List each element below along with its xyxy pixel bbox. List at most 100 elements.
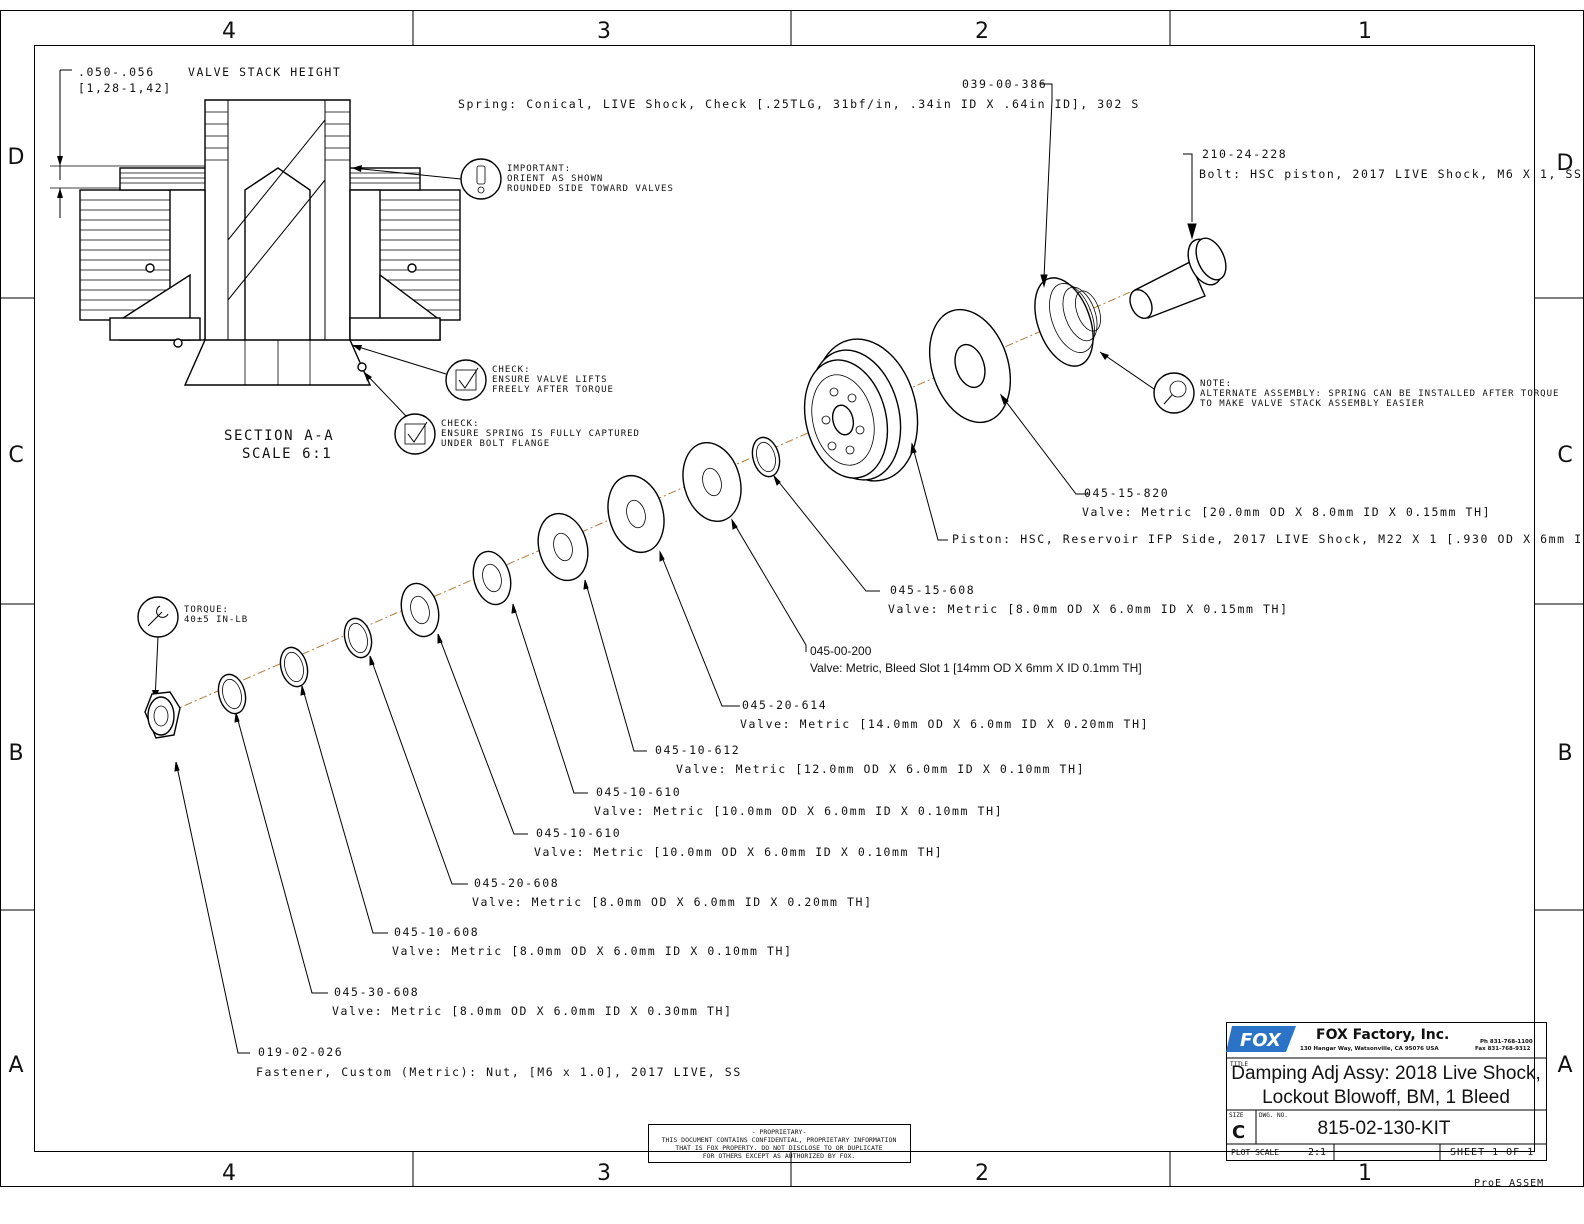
zone-bottom-3: 3 [597, 1161, 611, 1186]
callout-pn-spring: 039-00-386 [962, 77, 1047, 91]
callout-desc-valve-12mm: Valve: Metric [12.0mm OD X 6.0mm ID X 0.… [676, 762, 1085, 776]
proprietary-notice: - PROPRIETARY- THIS DOCUMENT CONTAINS CO… [648, 1124, 911, 1163]
callout-pn-valve-10mm-b: 045-10-610 [536, 826, 621, 840]
callout-desc-valve-8mm-030: Valve: Metric [8.0mm OD X 6.0mm ID X 0.3… [332, 1004, 733, 1018]
plot-scale-value: 2:1 [1308, 1147, 1326, 1158]
important-line-1: IMPORTANT: [507, 164, 571, 174]
callout-desc-valve-10mm-b: Valve: Metric [10.0mm OD X 6.0mm ID X 0.… [534, 845, 943, 859]
zone-right-d: D [1557, 151, 1574, 176]
zone-bottom-1: 1 [1358, 1161, 1372, 1186]
svg-text:FOX: FOX [1240, 1030, 1282, 1051]
callout-pn-valve-12mm: 045-10-612 [655, 743, 740, 757]
proprietary-line-2: THIS DOCUMENT CONTAINS CONFIDENTIAL, PRO… [662, 1136, 897, 1144]
check-lifts-note: CHECK: ENSURE VALVE LIFTS FREELY AFTER T… [351, 344, 614, 401]
zone-left-d: D [8, 145, 25, 170]
callout-pn-bleed: 045-00-200 [810, 644, 872, 658]
proe-footer: ProE ASSEM [1474, 1178, 1544, 1189]
torque-note: TORQUE: 40±5 IN-LB [137, 596, 248, 701]
callout-desc-valve-20mm: Valve: Metric [20.0mm OD X 8.0mm ID X 0.… [1082, 505, 1491, 519]
section-title: SECTION A-A [224, 428, 334, 444]
leader-lines [174, 83, 1197, 1054]
alternate-line-1: NOTE: [1200, 379, 1232, 389]
check-spring-note: CHECK: ENSURE SPRING IS FULLY CAPTURED U… [363, 371, 640, 455]
size-label: SIZE [1229, 1112, 1244, 1119]
plot-scale-label: PLOT SCALE [1231, 1148, 1279, 1157]
callout-pn-valve-8mm-030: 045-30-608 [334, 985, 419, 999]
bolt-part [1129, 237, 1227, 319]
zone-top-2: 2 [975, 19, 989, 44]
valve-8mm-030 [217, 673, 247, 715]
nut-part [144, 691, 181, 739]
piston-part [803, 338, 919, 482]
zone-top-1: 1 [1358, 19, 1372, 44]
company-name: FOX Factory, Inc. [1316, 1027, 1449, 1043]
alternate-line-3: TO MAKE VALVE STACK ASSEMBLY EASIER [1200, 399, 1425, 409]
check-lifts-line-1: CHECK: [492, 365, 531, 375]
callouts: 039-00-386 Spring: Conical, LIVE Shock, … [256, 77, 1584, 1079]
title-block: FOX FOX Factory, Inc. 130 Hangar Way, Wa… [1226, 1022, 1547, 1161]
dwg-no-label: DWG. NO. [1259, 1112, 1288, 1119]
callout-desc-valve-8mm-020: Valve: Metric [8.0mm OD X 6.0mm ID X 0.2… [472, 895, 873, 909]
alternate-line-2: ALTERNATE ASSEMBLY: SPRING CAN BE INSTAL… [1200, 389, 1559, 399]
callout-desc-valve-8mm-015: Valve: Metric [8.0mm OD X 6.0mm ID X 0.1… [888, 602, 1289, 616]
callout-desc-bolt: Bolt: HSC piston, 2017 LIVE Shock, M6 X … [1199, 167, 1583, 181]
section-view: .050-.056 VALVE STACK HEIGHT [1,28-1,42]… [50, 65, 461, 462]
valve-10mm-010-b [400, 582, 440, 638]
torque-line-1: TORQUE: [184, 605, 229, 615]
check-spring-line-3: UNDER BOLT FLANGE [441, 439, 550, 449]
important-note: IMPORTANT: ORIENT AS SHOWN ROUNDED SIDE … [351, 158, 674, 200]
callout-desc-valve-8mm-010: Valve: Metric [8.0mm OD X 6.0mm ID X 0.1… [392, 944, 793, 958]
section-scale: SCALE 6:1 [242, 446, 332, 462]
sheet-number: SHEET 1 OF 1 [1450, 1147, 1534, 1158]
notes: IMPORTANT: ORIENT AS SHOWN ROUNDED SIDE … [137, 158, 1559, 701]
valve-8mm-020 [343, 617, 373, 659]
size-value: C [1232, 1122, 1245, 1143]
callout-desc-piston: Piston: HSC, Reservoir IFP Side, 2017 LI… [952, 532, 1584, 546]
exploded-assembly [144, 237, 1227, 739]
callout-pn-valve-20mm: 045-15-820 [1084, 486, 1169, 500]
valve-8mm-010 [279, 646, 309, 688]
drawing-title-line-2: Lockout Blowoff, BM, 1 Bleed [1262, 1087, 1510, 1108]
zone-left-c: C [8, 443, 23, 468]
zone-top-3: 3 [597, 19, 611, 44]
callout-pn-valve-8mm-020: 045-20-608 [474, 876, 559, 890]
check-spring-line-2: ENSURE SPRING IS FULLY CAPTURED [441, 429, 640, 439]
check-spring-line-1: CHECK: [441, 419, 480, 429]
zone-labels: 4 3 2 1 4 3 2 1 D C B A D C B A [8, 19, 1574, 1186]
callout-desc-valve-10mm-a: Valve: Metric [10.0mm OD X 6.0mm ID X 0.… [594, 804, 1003, 818]
valve-14mm-020 [607, 474, 665, 554]
spring-part [1034, 277, 1101, 367]
proprietary-line-4: FOR OTHERS EXCEPT AS AUTHORIZED BY FOX. [703, 1152, 856, 1160]
callout-desc-nut: Fastener, Custom (Metric): Nut, [M6 x 1.… [256, 1065, 742, 1079]
important-line-3: ROUNDED SIDE TOWARD VALVES [507, 184, 674, 194]
drawing-title-line-1: Damping Adj Assy: 2018 Live Shock, [1231, 1063, 1540, 1084]
zone-bottom-4: 4 [222, 1161, 236, 1186]
company-address: 130 Hangar Way, Watsonville, CA 95076 US… [1300, 1046, 1439, 1052]
check-lifts-line-2: ENSURE VALVE LIFTS [492, 375, 608, 385]
callout-pn-nut: 019-02-026 [258, 1045, 343, 1059]
valve-20mm-part [928, 308, 1012, 424]
callout-pn-bolt: 210-24-228 [1202, 147, 1287, 161]
callout-pn-valve-8mm-015: 045-15-608 [890, 583, 975, 597]
callout-pn-valve-10mm-a: 045-10-610 [596, 785, 681, 799]
stack-height-mm: [1,28-1,42] [78, 81, 172, 95]
check-lifts-line-3: FREELY AFTER TORQUE [492, 385, 614, 395]
title-label: TITLE [1230, 1061, 1248, 1068]
stack-height-range: .050-.056 [78, 65, 155, 79]
company-fax: Fax 831-768-9312 [1475, 1046, 1531, 1052]
callout-desc-spring: Spring: Conical, LIVE Shock, Check [.25T… [458, 97, 1140, 111]
zone-right-b: B [1557, 741, 1572, 766]
zone-left-b: B [8, 741, 23, 766]
important-line-2: ORIENT AS SHOWN [507, 174, 603, 184]
callout-pn-valve-8mm-010: 045-10-608 [394, 925, 479, 939]
company-phone: Ph 831-768-1100 [1480, 1039, 1533, 1045]
valve-bleed-slot [682, 441, 742, 523]
valve-8mm-015 [751, 436, 781, 478]
callout-pn-valve-14mm: 045-20-614 [742, 698, 827, 712]
valve-12mm-010 [537, 512, 589, 582]
fox-logo: FOX [1226, 1026, 1296, 1052]
valve-10mm-010-a [472, 550, 512, 606]
zone-right-c: C [1557, 443, 1572, 468]
torque-line-2: 40±5 IN-LB [184, 615, 248, 625]
